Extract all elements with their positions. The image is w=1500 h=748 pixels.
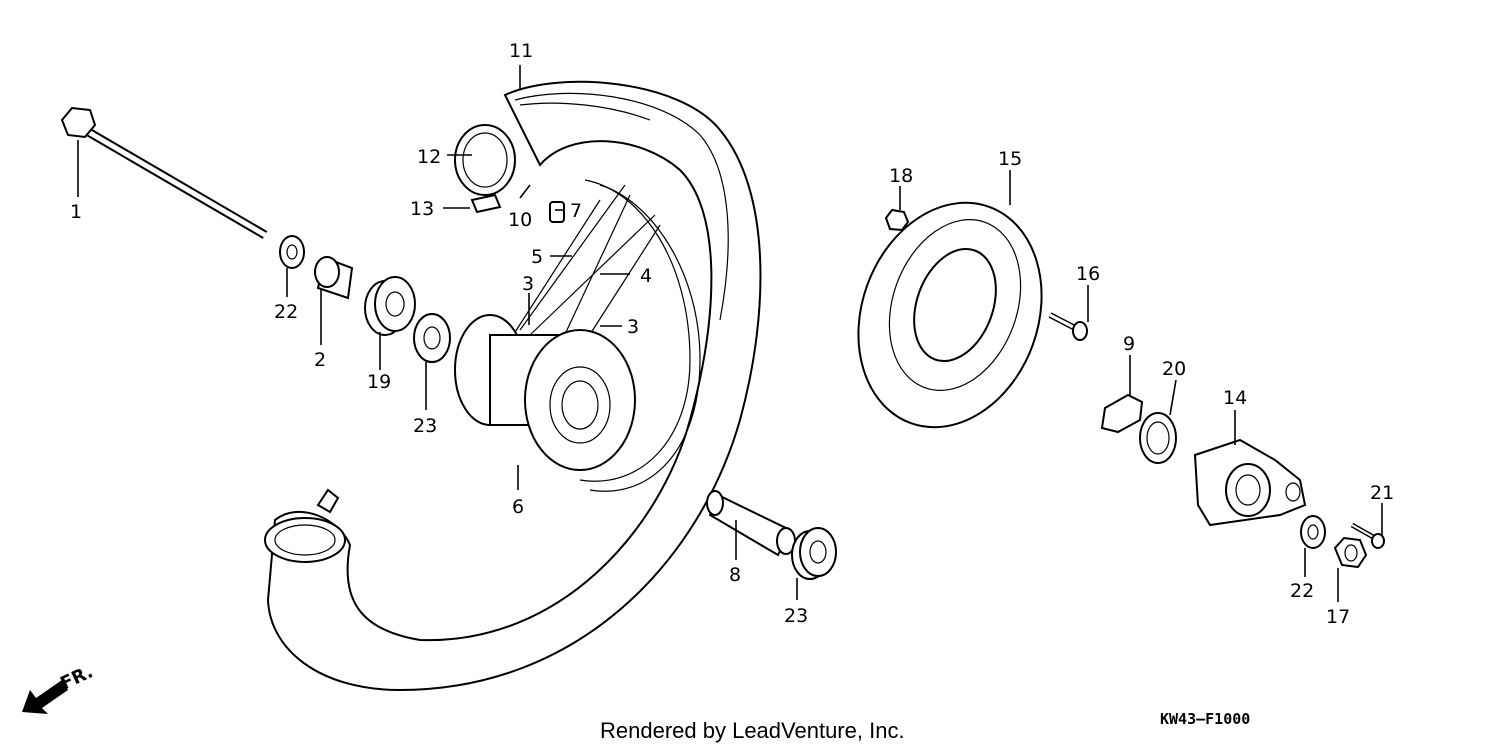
front-label: FR. bbox=[57, 661, 96, 694]
axle-nut bbox=[1333, 536, 1368, 569]
callout-18: 18 bbox=[889, 165, 913, 187]
callout-16: 16 bbox=[1076, 263, 1100, 285]
callout-21: 21 bbox=[1370, 482, 1394, 504]
callout-20: 20 bbox=[1162, 358, 1186, 380]
washer-left bbox=[279, 235, 305, 269]
credit-text: Rendered by LeadVenture, Inc. bbox=[600, 718, 905, 743]
front-direction-indicator: FR. bbox=[22, 661, 96, 714]
callout-10: 10 bbox=[508, 209, 532, 231]
spokes bbox=[509, 184, 661, 351]
front-axle bbox=[60, 106, 268, 239]
callout-6: 6 bbox=[512, 496, 524, 518]
callout-14: 14 bbox=[1223, 387, 1247, 409]
speedometer-gearbox bbox=[1193, 438, 1307, 527]
callout-2: 2 bbox=[314, 349, 326, 371]
brake-disc bbox=[857, 201, 1043, 429]
diagram-code: KW43–F1000 bbox=[1160, 710, 1250, 728]
tire bbox=[264, 80, 762, 692]
callout-22: 22 bbox=[1290, 580, 1314, 602]
arrow-icon bbox=[22, 680, 68, 714]
callout-7: 7 bbox=[570, 200, 582, 222]
oil-seal bbox=[1139, 412, 1177, 464]
callout-13: 13 bbox=[410, 198, 434, 220]
callout-9: 9 bbox=[1123, 333, 1135, 355]
callout-5: 5 bbox=[531, 246, 543, 268]
callout-3: 3 bbox=[522, 273, 534, 295]
radial-bearing-hub bbox=[413, 313, 451, 363]
radial-bearing-right bbox=[791, 527, 837, 580]
callout-12: 12 bbox=[417, 146, 441, 168]
callout-19: 19 bbox=[367, 371, 391, 393]
callout-17: 17 bbox=[1326, 606, 1350, 628]
leader-lines bbox=[77, 65, 1383, 602]
callout-23: 23 bbox=[413, 415, 437, 437]
callout-23: 23 bbox=[784, 605, 808, 627]
disc-nut bbox=[884, 208, 910, 232]
callout-15: 15 bbox=[998, 148, 1022, 170]
inner-tube bbox=[454, 124, 516, 196]
callout-4: 4 bbox=[640, 265, 652, 287]
callout-labels: 1 2 3 3 4 5 6 7 8 9 10 11 12 13 14 15 16… bbox=[70, 40, 1394, 628]
rim-band bbox=[470, 193, 502, 214]
distance-collar bbox=[706, 490, 796, 557]
tapping-screw bbox=[1350, 522, 1385, 549]
gearbox-retainer bbox=[1100, 393, 1144, 434]
radial-bearing-left bbox=[364, 276, 416, 336]
rim bbox=[579, 179, 701, 492]
valve-cap bbox=[549, 201, 565, 223]
callout-3: 3 bbox=[627, 316, 639, 338]
callout-22: 22 bbox=[274, 301, 298, 323]
callout-11: 11 bbox=[509, 40, 533, 62]
washer-right bbox=[1300, 515, 1326, 549]
disc-bolt bbox=[1048, 312, 1088, 341]
wheel-hub bbox=[454, 314, 636, 471]
callout-8: 8 bbox=[729, 564, 741, 586]
callout-1: 1 bbox=[70, 201, 82, 223]
side-collar bbox=[314, 256, 354, 300]
